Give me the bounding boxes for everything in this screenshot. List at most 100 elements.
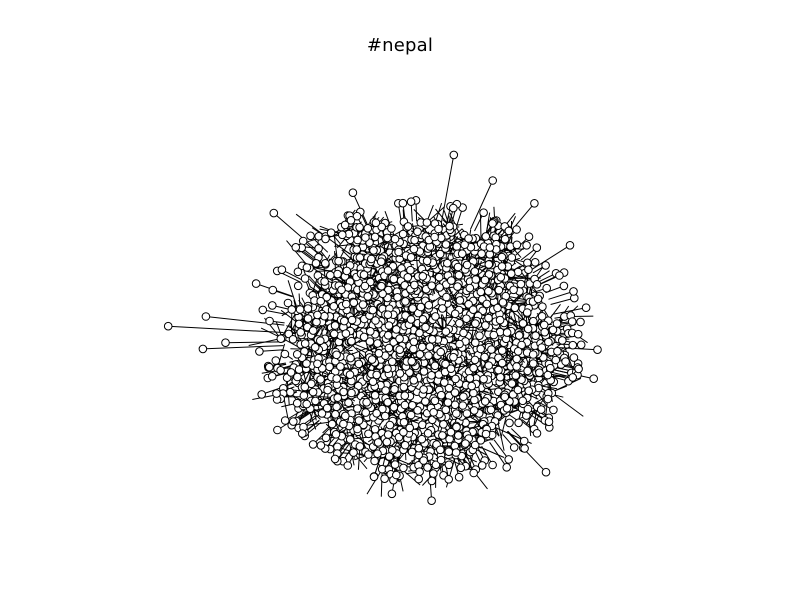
graph-node xyxy=(446,427,456,437)
graph-node xyxy=(380,474,389,484)
graph-node xyxy=(423,463,432,472)
graph-node xyxy=(427,496,436,506)
graph-node xyxy=(436,455,446,465)
graph-node xyxy=(268,301,277,310)
graph-node xyxy=(321,433,331,443)
graph-node xyxy=(514,418,523,428)
graph-node xyxy=(444,383,454,393)
graph-node xyxy=(544,337,553,347)
graph-node xyxy=(455,296,465,305)
graph-node xyxy=(303,304,313,313)
graph-edge xyxy=(489,442,508,468)
graph-node xyxy=(475,331,484,341)
graph-node xyxy=(313,359,322,369)
graph-node xyxy=(300,339,310,348)
graph-edge xyxy=(469,180,494,230)
graph-node xyxy=(417,434,427,444)
graph-node xyxy=(565,241,575,250)
graph-node xyxy=(458,401,468,410)
graph-node xyxy=(201,312,211,321)
graph-node xyxy=(423,429,433,438)
graph-node xyxy=(417,342,427,352)
graph-node xyxy=(372,409,381,418)
graph-node xyxy=(332,350,341,360)
graph-node xyxy=(348,188,358,197)
graph-node xyxy=(493,303,502,313)
graph-node xyxy=(509,443,519,452)
graph-node xyxy=(444,460,454,470)
graph-node xyxy=(537,343,547,352)
graph-node xyxy=(455,339,464,349)
graph-node xyxy=(336,362,345,371)
graph-node xyxy=(457,249,467,258)
graph-node xyxy=(576,317,585,327)
graph-node xyxy=(528,350,538,359)
graph-node xyxy=(435,249,445,259)
graph-node xyxy=(485,243,495,252)
graph-node xyxy=(317,409,327,418)
graph-node xyxy=(292,350,302,359)
graph-node xyxy=(454,431,463,440)
graph-node xyxy=(359,332,369,342)
graph-node xyxy=(387,224,396,233)
graph-edge xyxy=(380,469,383,497)
graph-node xyxy=(393,293,402,302)
graph-node xyxy=(538,302,547,312)
graph-node xyxy=(267,372,277,381)
graph-node xyxy=(484,286,493,296)
graph-node xyxy=(543,394,553,404)
graph-node xyxy=(568,373,578,382)
graph-node xyxy=(316,336,325,346)
graph-edge xyxy=(440,154,455,223)
graph-node xyxy=(443,398,453,407)
graph-edge xyxy=(551,392,584,417)
graph-node xyxy=(431,312,440,321)
graph-node xyxy=(548,325,558,335)
graph-node xyxy=(470,440,480,450)
graph-node xyxy=(287,305,297,314)
graph-node xyxy=(523,404,533,414)
graph-node xyxy=(221,338,230,348)
graph-node xyxy=(409,244,419,254)
graph-node xyxy=(593,345,602,355)
graph-node xyxy=(507,253,517,262)
graph-node xyxy=(459,392,468,402)
graph-node xyxy=(347,388,356,398)
graph-node xyxy=(293,372,302,382)
graph-node xyxy=(494,365,503,375)
graph-node xyxy=(460,240,469,249)
graph-node xyxy=(487,345,496,354)
graph-node xyxy=(406,265,415,275)
graph-node xyxy=(316,296,326,306)
graph-node xyxy=(561,357,570,366)
graph-node xyxy=(383,266,393,275)
graph-node xyxy=(436,445,445,455)
graph-node xyxy=(377,281,386,291)
graph-node xyxy=(311,259,321,268)
graph-node xyxy=(198,344,208,354)
graph-node xyxy=(481,232,491,241)
graph-node xyxy=(353,404,362,413)
graph-edge xyxy=(225,341,284,344)
graph-node xyxy=(470,395,479,405)
graph-node xyxy=(435,283,444,292)
graph-node xyxy=(382,437,392,447)
graph-node xyxy=(436,347,446,357)
graph-node xyxy=(507,379,517,388)
graph-node xyxy=(331,430,341,439)
graph-node xyxy=(559,281,569,291)
graph-node xyxy=(340,316,349,326)
graph-node xyxy=(269,208,279,218)
graph-node xyxy=(522,241,531,250)
graph-node xyxy=(258,305,268,315)
graph-node xyxy=(421,322,430,332)
graph-node xyxy=(431,460,441,470)
graph-node xyxy=(422,218,432,227)
graph-node xyxy=(437,390,446,400)
graph-node xyxy=(415,467,424,477)
graph-node xyxy=(405,423,415,433)
graph-node xyxy=(320,277,329,286)
graph-node xyxy=(531,331,540,341)
graph-node xyxy=(540,327,550,337)
graph-node xyxy=(330,454,340,464)
